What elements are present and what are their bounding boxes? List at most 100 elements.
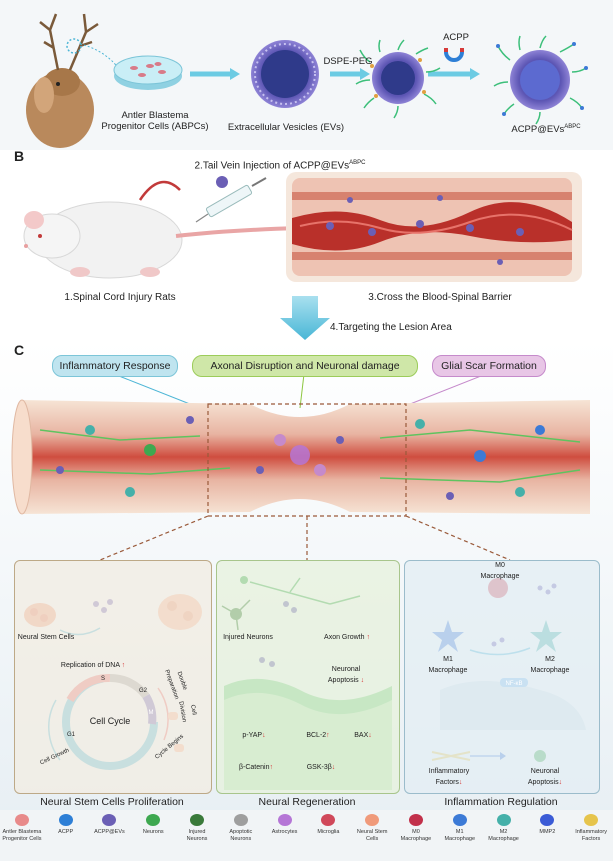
dspe-label: DSPE-PEG [323, 56, 373, 67]
box2-title: Neural Regeneration [258, 796, 356, 808]
neuronal-apoptosis-label: Neuronal Apoptosis ↓ [316, 664, 376, 686]
bax-label: BAX↓ [346, 730, 380, 741]
acpp-ev-illustration [493, 35, 588, 125]
axon-growth-text: Axon Growth [324, 634, 365, 641]
legend-item: Neural Stem Cells [350, 812, 394, 842]
legend-item: Astrocytes [263, 812, 307, 836]
abpc-label: Antler Blastema Progenitor Cells (ABPCs) [101, 110, 209, 132]
phase-g1: G1 [66, 732, 75, 738]
inflammatory-factors-text: Inflammatory Factors [428, 768, 470, 786]
legend-label: M0 Macrophage [400, 829, 432, 842]
acpp-magnet-icon [444, 48, 464, 62]
mmp2-icon [540, 814, 555, 826]
legend-item: ACPP [44, 812, 88, 836]
inflammatory-factor-icon [584, 814, 599, 826]
ev-label: Extracellular Vesicles (EVs) [227, 122, 345, 133]
legend-item: Apoptotic Neurons [219, 812, 263, 842]
legend-item: M2 Macrophage [482, 812, 526, 842]
spinal-vessel-illustration [286, 172, 582, 282]
legend-item: Microglia [306, 812, 350, 836]
legend-label: M2 Macrophage [488, 829, 519, 842]
neuronal-apoptosis-label-2: Neuronal Apoptosis↓ [510, 766, 580, 788]
inf-down-arrow-icon: ↓ [458, 779, 463, 786]
petri-dish-illustration [113, 55, 183, 90]
pill-axonal-disruption: Axonal Disruption and Neuronal damage [192, 355, 418, 377]
legend-label: Antler Blastema Progenitor Cells [2, 829, 42, 842]
deer-illustration [26, 13, 121, 148]
acpp-ev-label-sup: ABPC [564, 124, 581, 130]
bax-text: BAX [354, 732, 369, 739]
legend-label: ACPP@EVs [94, 829, 125, 835]
pyap-down-arrow-icon: ↓ [262, 732, 266, 739]
legend-item: Injured Neurons [175, 812, 219, 842]
bcl2-label: BCL-2↑ [298, 730, 338, 741]
nsc-label: Neural Stem Cells [17, 634, 75, 641]
axon-growth-label: Axon Growth ↑ [312, 632, 382, 643]
down-arrow-icon [280, 296, 330, 340]
ev-peg-illustration [355, 39, 441, 119]
legend-item: M1 Macrophage [438, 812, 482, 842]
bcatenin-up-arrow-icon: ↑ [269, 764, 274, 771]
spinal-cord-injury-illustration [11, 399, 590, 517]
panel-c-letter: C [14, 342, 25, 358]
gsk-label: GSK-3β↓ [296, 762, 346, 773]
acpp-icon [58, 814, 73, 826]
legend-item: MMP2 [525, 812, 569, 836]
apoptosis2-text: Neuronal Apoptosis [527, 768, 560, 786]
box1-title: Neural Stem Cells Proliferation [40, 796, 184, 808]
phase-g2: G2 [138, 688, 147, 694]
nsc-icon [365, 814, 380, 826]
legend-item: ACPP@EVs [87, 812, 131, 836]
legend-item: Inflammatory Factors [569, 812, 613, 842]
legend-label: ACPP [58, 829, 74, 835]
m1-label: M1 Macrophage [428, 656, 468, 674]
nfkb-label: NF-κB [505, 681, 523, 687]
box-neural-stem-cells [14, 560, 212, 794]
gsk-text: GSK-3β [306, 764, 332, 771]
step2-label: 2.Tail Vein Injection of ACPP@EVsABPC [150, 158, 410, 171]
pyap-label: p-YAP↓ [234, 730, 274, 741]
dna-up-arrow-icon: ↑ [121, 662, 126, 669]
m1-icon [452, 814, 467, 826]
box-inflammation-regulation [404, 560, 600, 794]
rat-illustration [23, 180, 301, 279]
step2-text: 2.Tail Vein Injection of ACPP@EVs [194, 160, 350, 172]
injured-neurons-label: Injured Neurons [223, 634, 273, 641]
step1-label: 1.Spinal Cord Injury Rats [64, 292, 176, 303]
cell-cycle-label: Cell Cycle [89, 716, 131, 726]
apoptosis-text: Neuronal Apoptosis [327, 666, 361, 684]
acpp-ev-icon [102, 814, 117, 826]
phase-s: S [100, 676, 105, 682]
apoptosis-down-arrow-icon: ↓ [360, 677, 365, 684]
step4-label: 4.Targeting the Lesion Area [330, 322, 452, 333]
legend-label: Apoptotic Neurons [229, 829, 253, 842]
gsk-down-arrow-icon: ↓ [331, 764, 336, 771]
legend-label: Neurons [142, 829, 164, 835]
m2-label: M2 Macrophage [530, 656, 570, 674]
apoptosis2-down-arrow-icon: ↓ [558, 779, 563, 786]
m0-icon [408, 814, 423, 826]
astrocyte-icon [277, 814, 292, 826]
legend-label: MMP2 [539, 829, 556, 835]
pyap-text: p-YAP [242, 732, 263, 739]
bcatenin-text: β-Catenin [239, 764, 270, 771]
acpp-label: ACPP [443, 32, 469, 43]
bcatenin-label: β-Catenin↑ [226, 762, 286, 773]
legend: Antler Blastema Progenitor Cells ACPP ACPP… [0, 812, 613, 860]
box-neural-regeneration [216, 560, 400, 794]
phase-m: M [148, 710, 154, 716]
m0-label: M0 Macrophage [480, 562, 520, 580]
legend-label: Injured Neurons [186, 829, 208, 842]
microglia-icon [321, 814, 336, 826]
pill-inflammatory-response: Inflammatory Response [52, 355, 178, 377]
injured-neuron-icon [190, 814, 205, 826]
step3-label: 3.Cross the Blood-Spinal Barrier [368, 292, 512, 303]
neuron-icon [146, 814, 161, 826]
panel-b-letter: B [14, 148, 25, 164]
legend-label: Inflammatory Factors [575, 829, 607, 842]
acpp-ev-label-text: ACPP@EVs [511, 124, 565, 136]
legend-label: M1 Macrophage [444, 829, 476, 842]
bax-down-arrow-icon: ↓ [368, 732, 372, 739]
legend-item: Neurons [131, 812, 175, 836]
bcl2-up-arrow-icon: ↑ [326, 732, 330, 739]
